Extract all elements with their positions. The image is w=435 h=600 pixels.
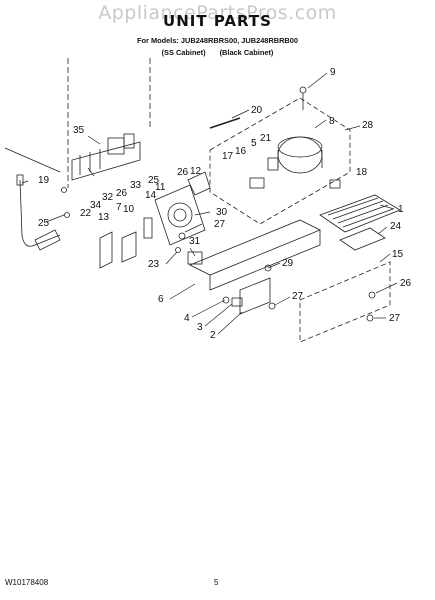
callout-12: 12	[190, 166, 202, 177]
screw-27-upper	[178, 232, 186, 240]
callout-25-left: 25	[38, 218, 50, 229]
screw-27-lower	[366, 314, 374, 322]
callout-8: 8	[329, 116, 335, 127]
callout-labels: 9 20 8 28 21 5 16 17 18 1 24 15 26 27 29…	[38, 67, 412, 341]
cabinet-ss-label: (SS Cabinet)	[161, 48, 206, 57]
callout-11: 11	[155, 182, 166, 193]
callout-32: 32	[102, 192, 114, 203]
part-10	[121, 231, 137, 263]
screw-23	[175, 247, 181, 253]
callout-24: 24	[390, 221, 402, 232]
callout-31: 31	[189, 236, 201, 247]
control-bracket	[71, 133, 141, 181]
part-31	[187, 251, 203, 265]
part-14	[143, 217, 153, 239]
callout-19: 19	[38, 175, 50, 186]
callout-28: 28	[362, 120, 374, 131]
cabinet-black-label: (Black Cabinet)	[219, 48, 274, 57]
callout-10: 10	[123, 204, 135, 215]
screw-9	[299, 86, 307, 110]
callout-17: 17	[222, 151, 234, 162]
callout-13: 13	[98, 212, 110, 223]
callout-4: 4	[184, 313, 190, 324]
callout-25-mid: 25	[148, 175, 160, 186]
callout-3: 3	[197, 322, 203, 333]
callout-33: 33	[130, 180, 142, 191]
page-title: UNIT PARTS	[163, 12, 272, 30]
callout-18: 18	[356, 167, 368, 178]
mount-bracket	[222, 277, 271, 315]
callout-5: 5	[251, 138, 257, 149]
callout-27-mid: 27	[292, 291, 304, 302]
screw-27-mid	[268, 302, 276, 310]
cabinet-labels: (SS Cabinet) (Black Cabinet)	[0, 48, 435, 57]
base-rail	[189, 219, 321, 291]
callout-16: 16	[235, 146, 247, 157]
callout-27-lower: 27	[389, 313, 401, 324]
watermark: AppliancePartsPros.com	[98, 2, 337, 24]
wall-edge-line	[4, 147, 61, 173]
callout-1: 1	[398, 204, 404, 215]
callout-22: 22	[80, 208, 92, 219]
callout-14: 14	[145, 190, 157, 201]
relay-part	[249, 177, 265, 189]
callout-7: 7	[116, 202, 122, 213]
wire-harness	[16, 174, 70, 251]
callout-26-left: 26	[116, 188, 128, 199]
callout-26-right: 26	[400, 278, 412, 289]
document-number: W10178408	[5, 578, 49, 587]
callout-20: 20	[251, 105, 263, 116]
part-18	[329, 179, 341, 189]
callout-30: 30	[216, 207, 228, 218]
insulation-pad	[339, 227, 386, 251]
callout-26-fan: 26	[177, 167, 189, 178]
screw-29	[264, 264, 272, 272]
part-13	[99, 231, 113, 269]
overload-part	[267, 157, 279, 171]
fan-motor	[187, 171, 211, 196]
callout-21: 21	[260, 133, 272, 144]
compressor-compartment-outline	[209, 97, 351, 225]
model-list: For Models: JUB248RBRS00, JUB248RBRB00	[136, 36, 298, 45]
compressor	[277, 136, 323, 174]
tube-20	[209, 117, 241, 129]
callout-6: 6	[158, 294, 164, 305]
rear-panel	[299, 261, 391, 343]
callout-2: 2	[210, 330, 216, 341]
fan-shroud	[154, 184, 206, 246]
callout-27-upper: 27	[214, 219, 226, 230]
callout-34: 34	[90, 200, 102, 211]
screw-26	[368, 291, 376, 299]
callout-9: 9	[330, 67, 336, 78]
page-number: 5	[214, 578, 219, 587]
condenser-coil	[319, 194, 401, 233]
callout-23: 23	[148, 259, 160, 270]
callout-15: 15	[392, 249, 404, 260]
callout-35: 35	[73, 125, 85, 136]
callout-29: 29	[282, 258, 294, 269]
